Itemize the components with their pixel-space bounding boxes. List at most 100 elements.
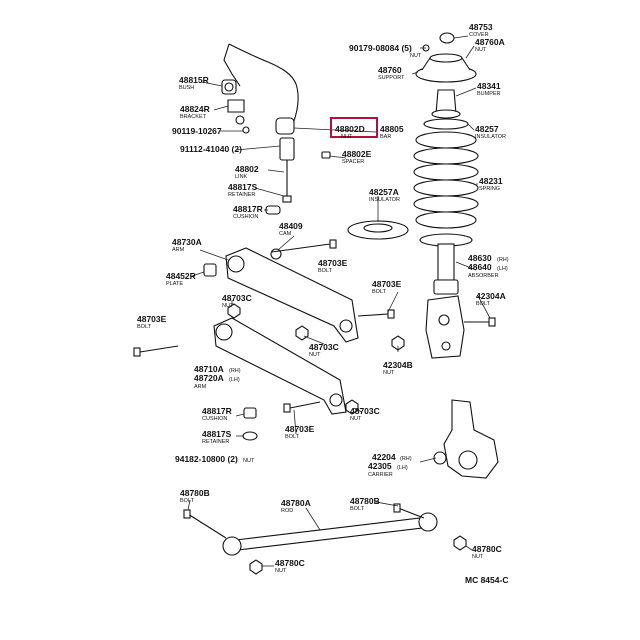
label-48780c-2-name: NUT <box>275 568 287 574</box>
label-48802-number: 48802 <box>235 164 259 174</box>
label-48780b-1-name: BOLT <box>180 498 195 504</box>
label-48802-name: LINK <box>235 174 248 180</box>
label-94182-number: 94182-10800 (2) <box>175 454 238 464</box>
bolt-48703e-upper <box>271 239 337 253</box>
label-48703c-2-name: NUT <box>309 352 321 358</box>
label-42304b-name: NUT <box>383 370 395 376</box>
label-48703e-2-name: BOLT <box>372 289 387 295</box>
label-48703e-3-name: BOLT <box>137 324 152 330</box>
label-48703c-3-number: 48703C <box>350 406 380 416</box>
label-48703e-1-name: BOLT <box>318 268 333 274</box>
stabilizer-bush <box>221 79 237 95</box>
label-48817s-top-number: 48817S <box>228 182 258 192</box>
strut-cover <box>439 32 455 44</box>
label-48710a-side: (RH) <box>229 368 241 374</box>
arm-48710a <box>213 317 347 415</box>
label-48780c-1-number: 48780C <box>472 544 502 554</box>
label-48805-name: BAR <box>380 134 391 140</box>
stabilizer-bracket <box>227 99 245 125</box>
label-48802e-name: SPACER <box>342 159 364 165</box>
label-48817s-top-name: RETAINER <box>228 192 255 198</box>
label-48817s-name: RETAINER <box>202 439 229 445</box>
highlight-box <box>330 117 378 138</box>
leader-lines <box>187 35 491 567</box>
nut-48780c-left <box>249 559 263 575</box>
label-48341-number: 48341 <box>477 81 501 91</box>
bolt-90119 <box>220 126 250 134</box>
label-absorber-name: ABSORBER <box>468 273 499 279</box>
label-48257-name: INSULATOR <box>475 134 506 140</box>
plate-48452r <box>203 263 217 277</box>
label-48703c-3-name: NUT <box>350 416 362 422</box>
shock-absorber <box>419 233 473 359</box>
label-42304a-name: BOLT <box>476 301 491 307</box>
label-91112-number: 91112-41040 (2) <box>180 144 242 154</box>
label-42304b-number: 42304B <box>383 360 413 370</box>
label-48703c-1-number: 48703C <box>222 293 252 303</box>
lower-insulator <box>347 220 409 240</box>
label-48630-number: 48630 <box>468 253 492 263</box>
label-48824r-name: BRACKET <box>180 114 207 120</box>
stabilizer-link <box>275 117 295 203</box>
label-48703e-4-number: 48703E <box>285 424 315 434</box>
cushion-48817r-lower <box>243 407 257 419</box>
label-48452r-name: PLATE <box>166 281 183 287</box>
label-arm-name: ARM <box>194 384 207 390</box>
label-48703e-4-name: BOLT <box>285 434 300 440</box>
label-48257-number: 48257 <box>475 124 499 134</box>
cushion-48817r-upper <box>265 205 281 215</box>
label-48780c-1-name: NUT <box>472 554 484 560</box>
diagram-code: MC 8454-C <box>465 575 508 585</box>
label-90119-number: 90119-10267 <box>172 126 222 136</box>
arm-48730a <box>225 247 359 343</box>
label-48824r-number: 48824R <box>180 104 210 114</box>
nut-48703c-mid <box>295 325 309 341</box>
label-48720a-side: (LH) <box>229 377 240 383</box>
label-48703e-2-number: 48703E <box>372 279 402 289</box>
label-48753-number: 48753 <box>469 22 493 32</box>
label-48409-number: 48409 <box>279 221 303 231</box>
bolt-48703e-right <box>357 309 395 319</box>
coil-spring <box>413 131 479 229</box>
label-48231-number: 48231 <box>479 176 503 186</box>
label-48341-name: BUMPER <box>477 91 501 97</box>
carrier-42204 <box>433 399 499 479</box>
bolt-48780b-left <box>183 509 227 539</box>
label-48817r-top-number: 48817R <box>233 204 263 214</box>
bolt-42304a <box>464 317 496 327</box>
label-48730a-number: 48730A <box>172 237 202 247</box>
label-48640-number: 48640 <box>468 262 492 272</box>
nut-48780c-right <box>453 535 467 551</box>
label-48780a-name: ROD <box>281 508 293 514</box>
bump-stopper <box>431 89 461 119</box>
upper-support <box>415 44 477 83</box>
nut-42304b <box>391 335 405 351</box>
label-42305-number: 42305 <box>368 461 392 471</box>
label-carrier-name: CARRIER <box>368 472 393 478</box>
label-48409-name: CAM <box>279 231 292 237</box>
part-labels: 48753 COVER 48760A NUT 90179-08084 (5) N… <box>137 22 509 585</box>
label-48802e-number: 48802E <box>342 149 372 159</box>
spacer-48802e <box>321 151 331 159</box>
label-48760a-number: 48760A <box>475 37 505 47</box>
label-48780b-1-number: 48780B <box>180 488 210 498</box>
bolt-48780b-right <box>393 503 425 519</box>
label-48640-side: (LH) <box>497 266 508 272</box>
label-48817r-top-name: CUSHION <box>233 214 258 220</box>
bolt-48703e-left <box>133 345 179 357</box>
label-48780c-2-number: 48780C <box>275 558 305 568</box>
label-42305-side: (LH) <box>397 465 408 471</box>
label-48815r-number: 48815R <box>179 75 209 85</box>
rod-48780a <box>222 512 438 556</box>
upper-insulator <box>423 118 469 130</box>
retainer-48817s <box>242 431 258 441</box>
label-48815r-name: BUSH <box>179 85 194 91</box>
label-48231-name: SPRING <box>479 186 500 192</box>
label-48703e-1-number: 48703E <box>318 258 348 268</box>
label-48817r-name: CUSHION <box>202 416 227 422</box>
label-48710a-number: 48710A <box>194 364 224 374</box>
label-42204-side: (RH) <box>400 456 412 462</box>
label-48817s-number: 48817S <box>202 429 232 439</box>
